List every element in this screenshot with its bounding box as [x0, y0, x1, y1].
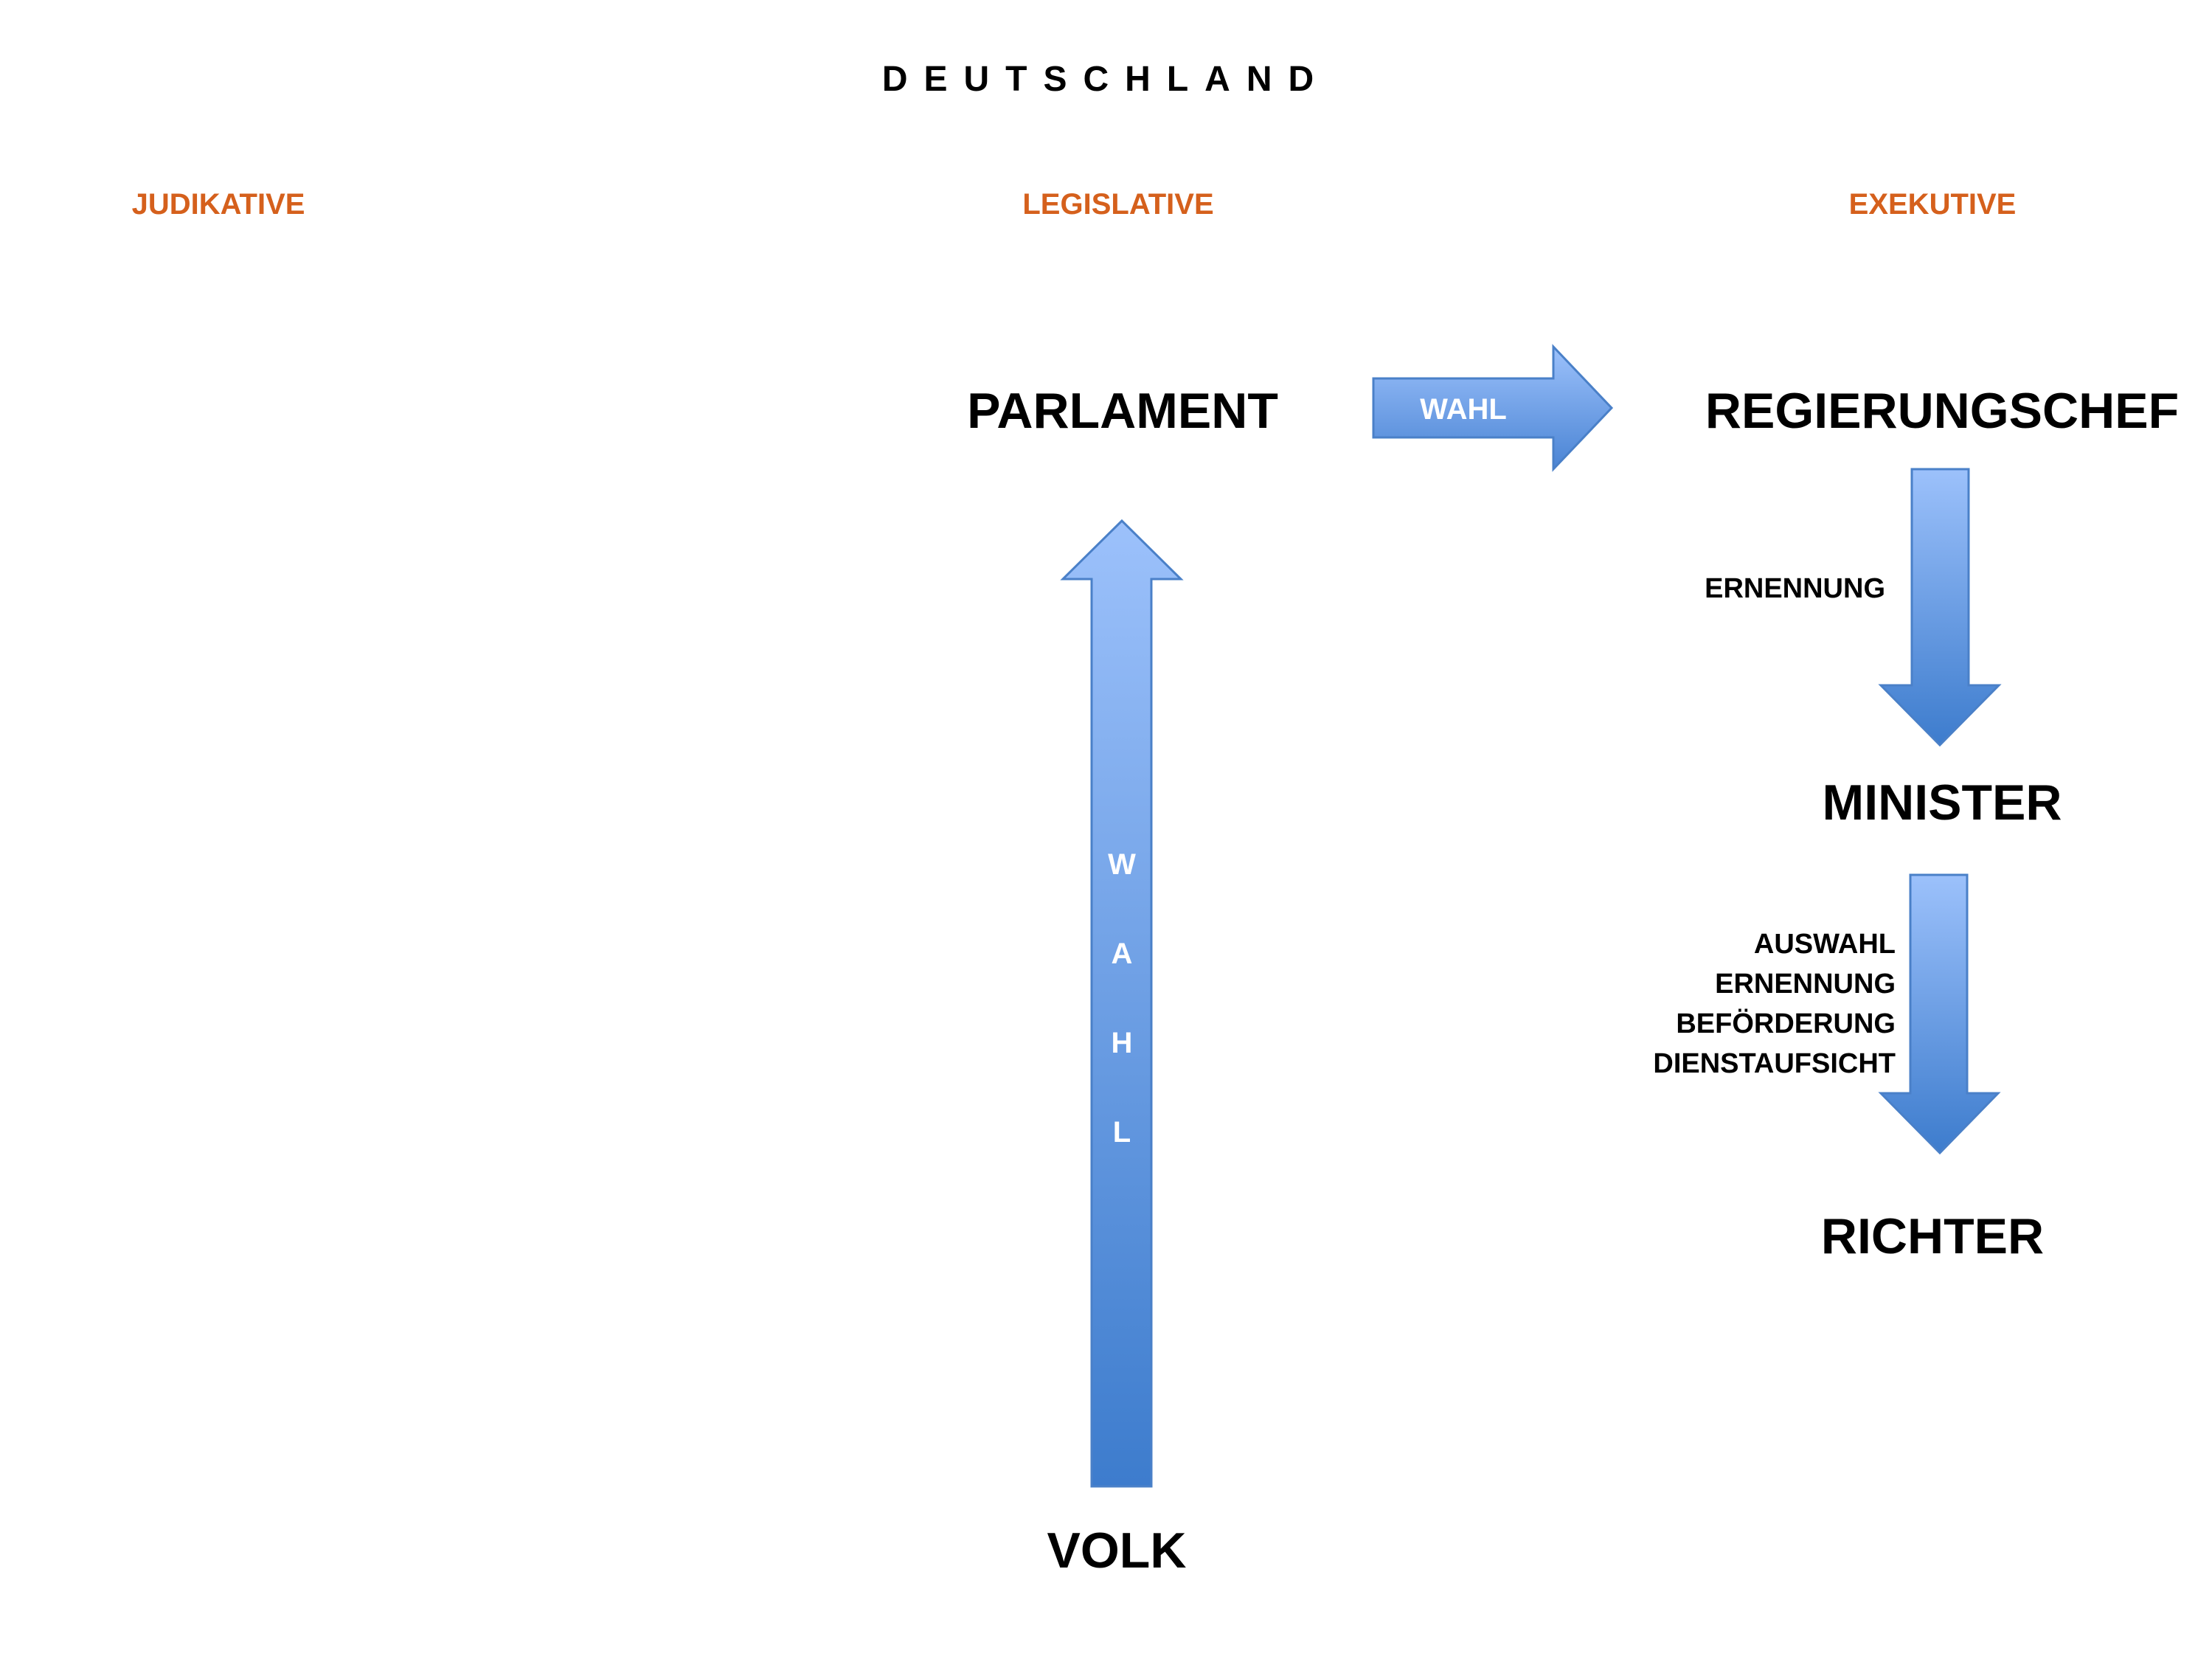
column-heading-exekutive: EXEKUTIVE — [1848, 188, 2017, 221]
edge-label-dienstaufsicht: DIENSTAUFSICHT — [1653, 1048, 1896, 1079]
column-heading-legislative: LEGISLATIVE — [1022, 188, 1214, 221]
diagram-title: DEUTSCHLAND — [881, 60, 1331, 99]
node-volk: VOLK — [1047, 1523, 1187, 1579]
node-minister: MINISTER — [1822, 775, 2062, 831]
edge-label-ernennung-2: ERNENNUNG — [1715, 969, 1896, 1000]
node-richter: RICHTER — [1820, 1208, 2045, 1264]
edge-label-wahl-vertical-l: L — [1112, 1116, 1131, 1149]
edge-label-wahl-vertical-a: A — [1111, 938, 1133, 970]
edge-label-wahl-vertical-h: H — [1111, 1027, 1133, 1059]
edge-label-auswahl: AUSWAHL — [1753, 929, 1896, 960]
edge-label-ernennung: ERNENNUNG — [1705, 573, 1885, 604]
node-regierungschef: REGIERUNGSCHEF — [1705, 383, 2180, 439]
edge-label-auswahl-group: AUSWAHL ERNENNUNG BEFÖRDERUNG DIENSTAUFS… — [1623, 924, 1896, 1084]
node-parlament: PARLAMENT — [967, 383, 1278, 439]
edge-label-befoerderung: BEFÖRDERUNG — [1676, 1008, 1896, 1039]
column-heading-judikative: JUDIKATIVE — [131, 188, 305, 221]
edge-label-wahl-vertical-w: W — [1108, 848, 1136, 881]
edge-label-wahl-horizontal: WAHL — [1420, 393, 1507, 426]
